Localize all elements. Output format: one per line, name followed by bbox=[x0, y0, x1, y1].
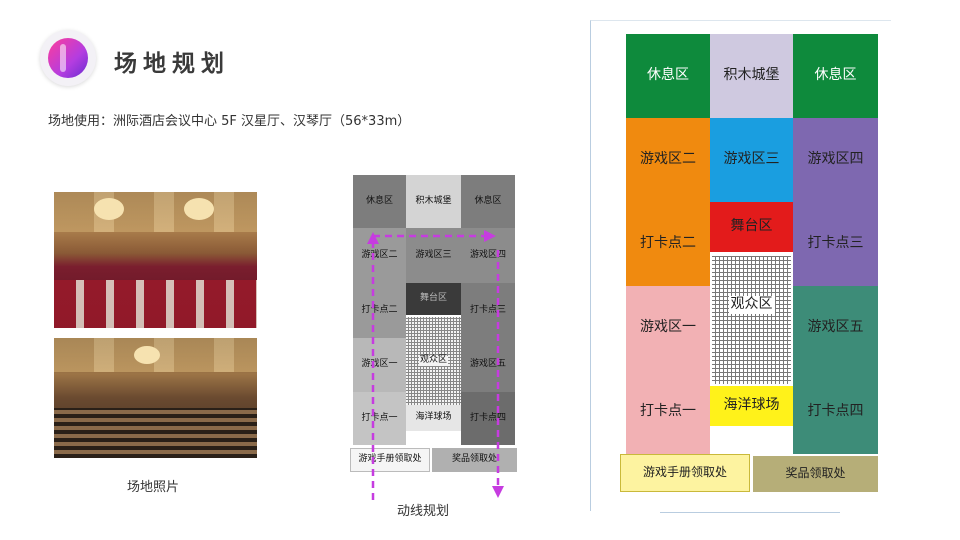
main-zone-lego: 积木城堡 bbox=[710, 34, 793, 118]
venue-photo-banquet bbox=[54, 192, 257, 328]
flow-zone-check2: 打卡点二 bbox=[353, 283, 406, 338]
main-zone-stage: 舞台区 bbox=[710, 202, 793, 252]
flow-zone-prize: 奖品领取处 bbox=[432, 448, 517, 472]
flow-zone-audience: 观众区 bbox=[406, 317, 461, 405]
main-zone-check3: 打卡点三 bbox=[793, 202, 878, 286]
logo-icon bbox=[40, 30, 96, 86]
main-zone-game4: 游戏区四 bbox=[793, 118, 878, 202]
flow-zone-ocean: 海洋球场 bbox=[406, 405, 461, 431]
flow-zone-rest-right: 休息区 bbox=[461, 175, 515, 228]
route-arrow-up bbox=[367, 232, 379, 244]
flow-zone-rest-left: 休息区 bbox=[353, 175, 406, 228]
main-map: 休息区 积木城堡 休息区 游戏区二 游戏区三 游戏区四 打卡点二 舞台区 打卡点… bbox=[620, 34, 878, 504]
page-title: 场地规划 bbox=[114, 51, 230, 77]
flow-zone-game5: 游戏区五 bbox=[461, 338, 515, 392]
flow-zone-check1: 打卡点一 bbox=[353, 392, 406, 445]
main-zone-ocean: 海洋球场 bbox=[710, 386, 793, 426]
flow-zone-stage: 舞台区 bbox=[406, 283, 461, 315]
main-zone-check4: 打卡点四 bbox=[793, 370, 878, 454]
flow-zone-game1: 游戏区一 bbox=[353, 338, 406, 392]
main-zone-handbook: 游戏手册领取处 bbox=[620, 454, 750, 492]
route-arrow-right bbox=[484, 230, 496, 242]
venue-photo-conference bbox=[54, 338, 257, 458]
route-arrow-down bbox=[492, 486, 504, 498]
flow-zone-handbook: 游戏手册领取处 bbox=[350, 448, 430, 472]
map-dimension-frame bbox=[590, 20, 891, 511]
main-zone-game1: 游戏区一 bbox=[626, 286, 710, 370]
venue-subtitle: 场地使用：洲际酒店会议中心 5F 汉星厅、汉琴厅（56*33m） bbox=[48, 114, 411, 129]
main-zone-audience: 观众区 bbox=[712, 256, 791, 384]
main-zone-prize: 奖品领取处 bbox=[753, 456, 878, 492]
flow-zone-lego: 积木城堡 bbox=[406, 175, 461, 228]
main-zone-rest-left: 休息区 bbox=[626, 34, 710, 118]
main-zone-game3: 游戏区三 bbox=[710, 118, 793, 202]
main-zone-check1: 打卡点一 bbox=[626, 370, 710, 454]
main-zone-game2: 游戏区二 bbox=[626, 118, 710, 202]
photos-caption: 场地照片 bbox=[127, 480, 180, 495]
main-zone-check2: 打卡点二 bbox=[626, 202, 710, 286]
flow-zone-check4: 打卡点四 bbox=[461, 392, 515, 445]
main-zone-rest-right: 休息区 bbox=[793, 34, 878, 118]
flow-route-arrows bbox=[367, 230, 504, 500]
main-zone-game5: 游戏区五 bbox=[793, 286, 878, 370]
flow-map-caption: 动线规划 bbox=[397, 504, 450, 519]
map-bottom-dimension-line bbox=[660, 512, 840, 513]
flow-zone-check3: 打卡点三 bbox=[461, 283, 515, 338]
